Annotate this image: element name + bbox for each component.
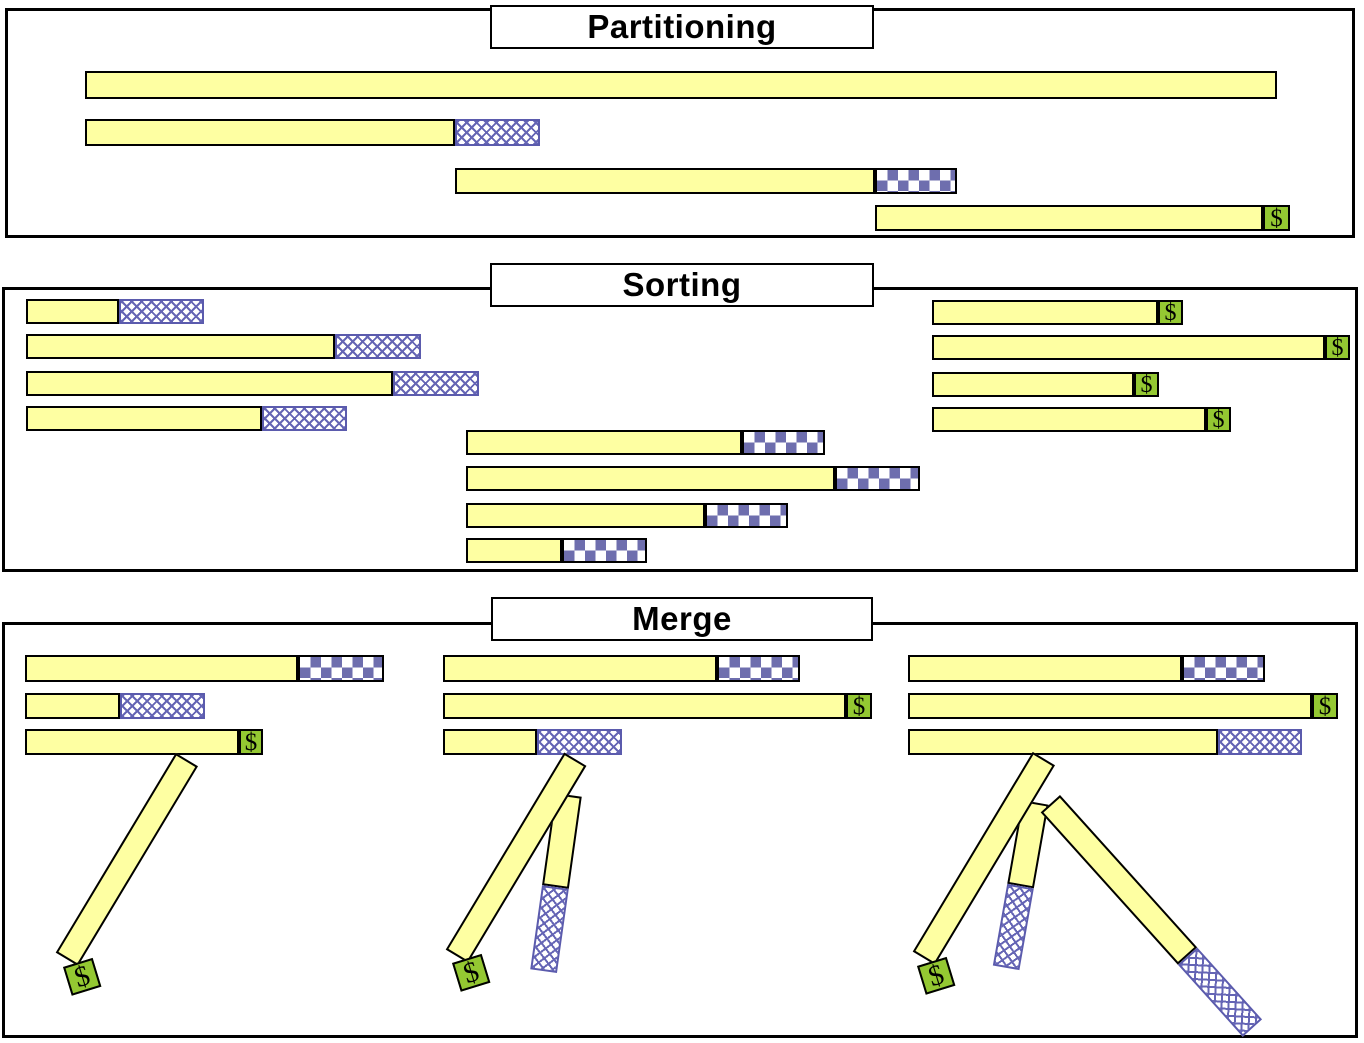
run-segment <box>466 538 562 563</box>
run-bar: $ <box>932 407 1231 432</box>
sorting-title-label: Sorting <box>622 266 742 303</box>
run-segment <box>932 407 1206 432</box>
run-bar <box>443 729 622 755</box>
run-segment <box>466 503 705 528</box>
run-segment <box>908 693 1312 719</box>
dollar-icon: $ <box>244 728 258 756</box>
dollar-icon: $ <box>70 958 94 994</box>
merge-title: Merge <box>491 597 873 641</box>
run-segment <box>26 406 262 431</box>
checker-segment <box>298 655 384 682</box>
checker-segment <box>1182 655 1265 682</box>
money-end: $ <box>1206 407 1231 432</box>
partitioning-title-label: Partitioning <box>587 8 777 45</box>
run-segment <box>932 300 1158 325</box>
run-bar <box>26 299 204 324</box>
run-segment <box>25 729 239 755</box>
hatch-segment <box>119 299 204 324</box>
run-segment <box>85 71 1277 99</box>
run-segment <box>26 371 393 396</box>
run-segment <box>466 430 742 455</box>
dollar-icon: $ <box>924 957 948 993</box>
run-bar <box>25 693 205 719</box>
hatch-segment <box>455 119 540 146</box>
run-segment <box>443 729 537 755</box>
run-bar: $ <box>908 693 1338 719</box>
run-segment <box>443 655 717 682</box>
run-segment <box>466 466 835 491</box>
run-bar: $ <box>932 300 1183 325</box>
run-bar <box>455 168 957 194</box>
run-bar <box>26 371 479 396</box>
hatch-segment <box>120 693 205 719</box>
run-segment <box>932 335 1325 360</box>
run-segment <box>443 693 846 719</box>
money-end: $ <box>1134 372 1159 397</box>
run-bar <box>466 538 647 563</box>
hatch-segment <box>262 406 347 431</box>
hatch-segment <box>393 371 479 396</box>
hatch-segment <box>335 334 421 359</box>
run-bar: $ <box>875 205 1290 231</box>
run-segment <box>25 655 298 682</box>
checker-segment <box>742 430 825 455</box>
run-bar <box>466 503 788 528</box>
dollar-icon: $ <box>1331 334 1344 361</box>
run-bar <box>26 406 347 431</box>
run-segment <box>908 655 1182 682</box>
run-bar: $ <box>25 729 263 755</box>
run-bar <box>908 655 1265 682</box>
money-end: $ <box>239 729 263 755</box>
run-bar <box>85 71 1277 99</box>
money-end: $ <box>1312 693 1338 719</box>
dollar-icon: $ <box>1270 204 1283 232</box>
run-segment <box>932 372 1134 397</box>
run-bar <box>443 655 800 682</box>
run-bar <box>466 430 825 455</box>
run-segment <box>908 729 1218 755</box>
run-segment <box>875 205 1263 231</box>
checker-segment <box>717 655 800 682</box>
run-bar <box>908 729 1302 755</box>
hatch-segment <box>537 729 622 755</box>
dollar-icon: $ <box>1164 299 1177 326</box>
run-bar <box>466 466 920 491</box>
checker-segment <box>835 466 920 491</box>
run-segment <box>25 693 120 719</box>
dollar-icon: $ <box>1212 406 1225 433</box>
partitioning-title: Partitioning <box>490 5 874 49</box>
run-segment <box>455 168 875 194</box>
run-bar <box>25 655 384 682</box>
panel-merge <box>2 622 1358 1038</box>
money-end: $ <box>1158 300 1183 325</box>
money-end: $ <box>1325 335 1350 360</box>
run-bar: $ <box>932 372 1159 397</box>
run-bar <box>26 334 421 359</box>
run-bar: $ <box>932 335 1350 360</box>
sorting-title: Sorting <box>490 263 874 307</box>
run-segment <box>26 299 119 324</box>
run-segment <box>26 334 335 359</box>
merge-title-label: Merge <box>632 600 732 637</box>
run-segment <box>85 119 455 146</box>
run-bar <box>85 119 540 146</box>
dollar-icon: $ <box>852 692 866 720</box>
run-bar: $ <box>443 693 872 719</box>
checker-segment <box>875 168 957 194</box>
money-end: $ <box>846 693 872 719</box>
hatch-segment <box>1218 729 1302 755</box>
money-end: $ <box>1263 205 1290 231</box>
checker-segment <box>562 538 647 563</box>
dollar-icon: $ <box>1140 371 1153 398</box>
checker-segment <box>705 503 788 528</box>
dollar-icon: $ <box>1318 692 1332 720</box>
dollar-icon: $ <box>459 954 483 990</box>
